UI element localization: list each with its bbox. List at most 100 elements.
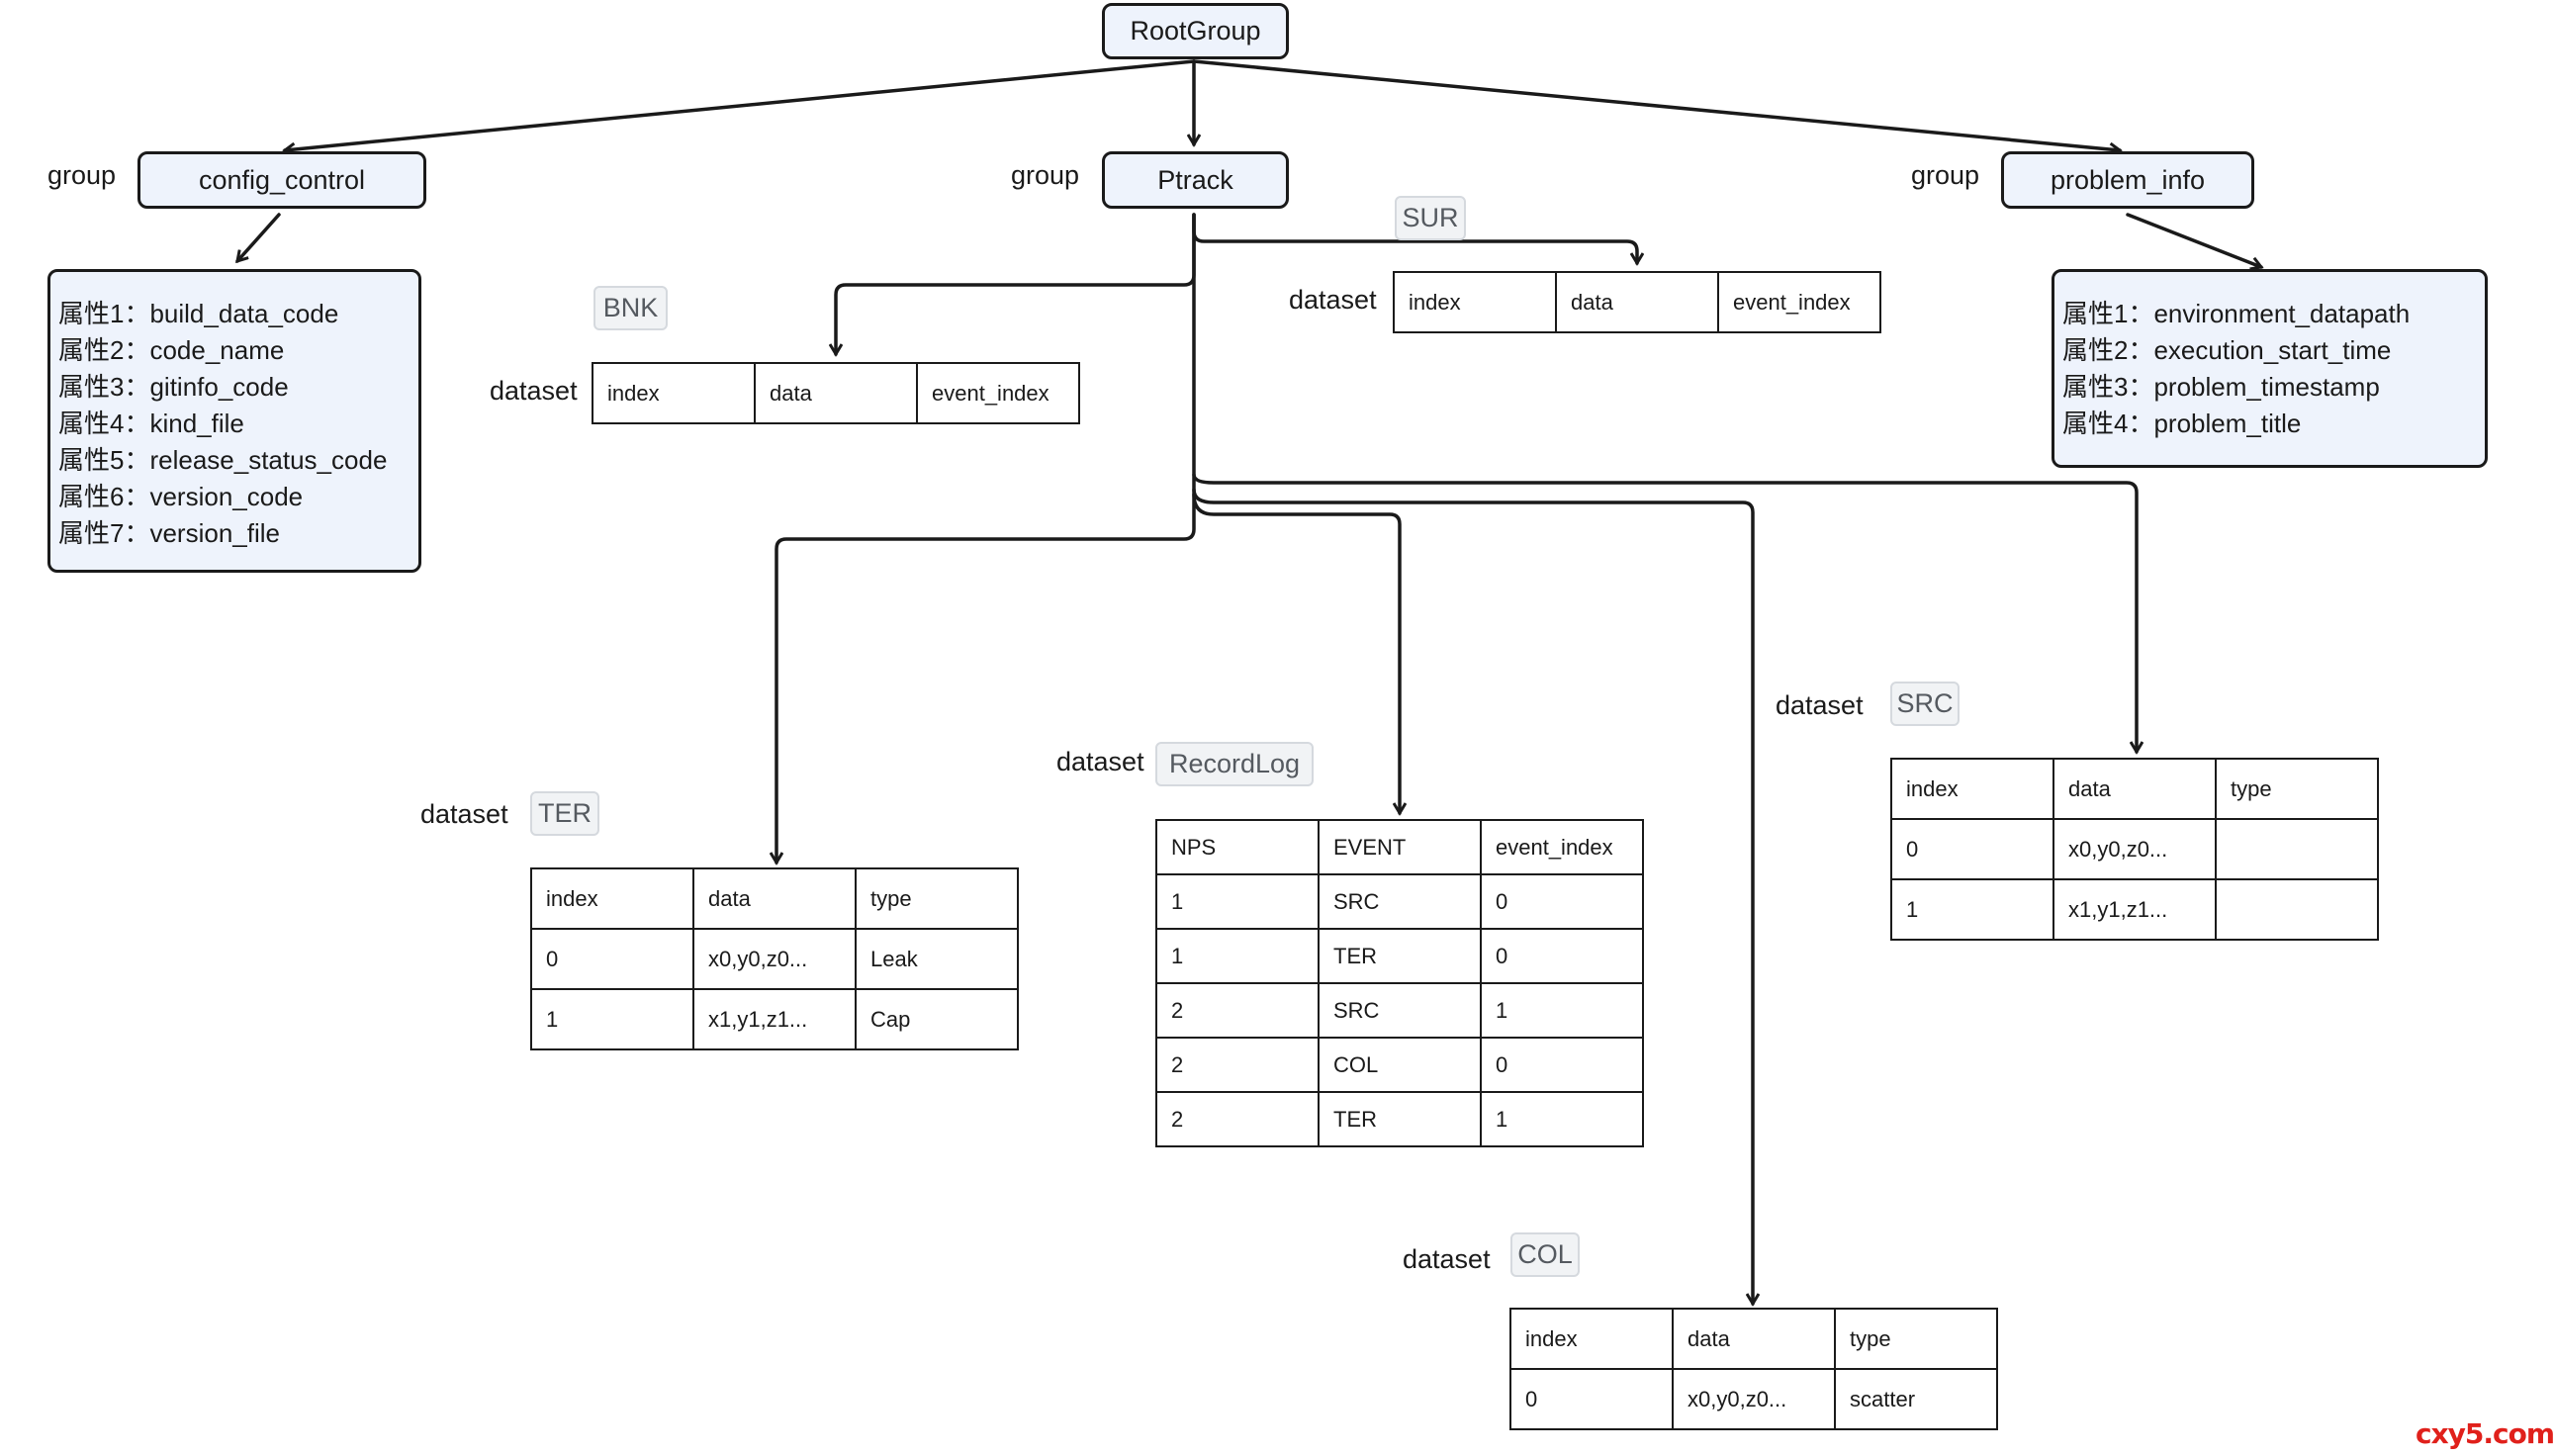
table-cell: data <box>754 362 918 424</box>
table-cell: Leak <box>855 928 1019 990</box>
ter-dataset-table: index data type 0 x0,y0,z0... Leak 1 x1,… <box>530 867 1019 1050</box>
table-cell: index <box>1509 1308 1674 1370</box>
attribute-item: 属性7：version_file <box>58 518 280 548</box>
table-cell: 1 <box>1890 878 2054 941</box>
table-row: 2 SRC 1 <box>1155 982 1644 1039</box>
dataset-type-label: dataset <box>1776 690 1864 720</box>
group-type-label: group <box>47 160 117 190</box>
group-type-label: group <box>1911 160 1980 190</box>
table-cell: x1,y1,z1... <box>692 988 857 1050</box>
table-cell: 1 <box>1480 1091 1644 1147</box>
table-cell: x0,y0,z0... <box>692 928 857 990</box>
edge-root-problem-info <box>1192 59 2120 150</box>
config-control-attributes: 属性1：build_data_code 属性2：code_name 属性3：gi… <box>47 269 421 573</box>
table-row: 2 TER 1 <box>1155 1091 1644 1147</box>
table-cell: type <box>1834 1308 1998 1370</box>
table-row: index data event_index <box>592 362 1080 424</box>
table-cell: x1,y1,z1... <box>2052 878 2217 941</box>
table-cell: event_index <box>916 362 1080 424</box>
table-cell: data <box>1672 1308 1836 1370</box>
table-row: index data type <box>530 867 1019 930</box>
table-cell: TER <box>1318 1091 1482 1147</box>
table-cell: 0 <box>1480 873 1644 930</box>
attribute-item: 属性2：code_name <box>58 335 285 365</box>
root-group-node[interactable]: RootGroup <box>1102 3 1289 59</box>
table-cell: COL <box>1318 1037 1482 1093</box>
edge-config-control-attributes <box>237 213 281 261</box>
table-row: index data event_index <box>1393 271 1881 333</box>
bnk-dataset-name: BNK <box>593 286 668 330</box>
table-cell: scatter <box>1834 1368 1998 1430</box>
table-cell <box>2215 818 2379 880</box>
ter-dataset-name: TER <box>530 791 599 836</box>
table-cell: type <box>855 867 1019 930</box>
table-cell: index <box>592 362 756 424</box>
table-cell: SRC <box>1318 982 1482 1039</box>
table-cell: EVENT <box>1318 819 1482 875</box>
table-cell: x0,y0,z0... <box>2052 818 2217 880</box>
attribute-item: 属性1：environment_datapath <box>2062 299 2411 328</box>
config-control-group-node[interactable]: config_control <box>137 151 426 209</box>
table-cell: event_index <box>1717 271 1881 333</box>
table-row: 1 SRC 0 <box>1155 873 1644 930</box>
ptrack-group-node[interactable]: Ptrack <box>1102 151 1289 209</box>
table-cell: 0 <box>530 928 694 990</box>
table-cell: NPS <box>1155 819 1320 875</box>
table-cell: data <box>2052 758 2217 820</box>
attribute-item: 属性5：release_status_code <box>58 445 388 475</box>
edge-ptrack-src <box>1192 473 2137 752</box>
edge-problem-info-attributes <box>2126 213 2261 267</box>
attribute-item: 属性4：problem_title <box>2062 409 2302 438</box>
table-row: NPS EVENT event_index <box>1155 819 1644 875</box>
attribute-item: 属性1：build_data_code <box>58 299 339 328</box>
col-dataset-name: COL <box>1510 1232 1580 1277</box>
recordlog-dataset-table: NPS EVENT event_index 1 SRC 0 1 TER 0 2 … <box>1155 819 1644 1147</box>
table-row: 2 COL 0 <box>1155 1037 1644 1093</box>
table-row: 1 x1,y1,z1... <box>1890 878 2379 941</box>
table-cell: 0 <box>1509 1368 1674 1430</box>
table-cell: 0 <box>1890 818 2054 880</box>
table-cell: SRC <box>1318 873 1482 930</box>
table-cell: 1 <box>1480 982 1644 1039</box>
edge-ptrack-ter <box>776 213 1196 863</box>
src-dataset-table: index data type 0 x0,y0,z0... 1 x1,y1,z1… <box>1890 758 2379 941</box>
table-cell: 2 <box>1155 1091 1320 1147</box>
table-cell: 1 <box>1155 928 1320 984</box>
table-cell: 1 <box>1155 873 1320 930</box>
edge-ptrack-bnk <box>836 213 1196 354</box>
problem-info-attributes: 属性1：environment_datapath 属性2：execution_s… <box>2052 269 2488 468</box>
table-cell: 2 <box>1155 1037 1320 1093</box>
recordlog-dataset-name: RecordLog <box>1155 742 1314 786</box>
table-cell: TER <box>1318 928 1482 984</box>
table-cell: type <box>2215 758 2379 820</box>
table-cell: event_index <box>1480 819 1644 875</box>
edge-ptrack-recordlog <box>1192 493 1400 813</box>
bnk-dataset-table: index data event_index <box>592 362 1080 424</box>
attribute-item: 属性3：problem_timestamp <box>2062 372 2380 402</box>
dataset-type-label: dataset <box>490 376 578 406</box>
table-row: 0 x0,y0,z0... Leak <box>530 928 1019 990</box>
sur-dataset-table: index data event_index <box>1393 271 1881 333</box>
attribute-item: 属性3：gitinfo_code <box>58 372 289 402</box>
table-row: 1 x1,y1,z1... Cap <box>530 988 1019 1050</box>
table-cell: 1 <box>530 988 694 1050</box>
table-cell: Cap <box>855 988 1019 1050</box>
table-row: 0 x0,y0,z0... <box>1890 818 2379 880</box>
sur-dataset-name: SUR <box>1395 196 1466 240</box>
dataset-type-label: dataset <box>1056 747 1144 776</box>
table-cell: 0 <box>1480 928 1644 984</box>
table-cell: data <box>692 867 857 930</box>
attribute-item: 属性2：execution_start_time <box>2062 335 2392 365</box>
table-cell: index <box>1890 758 2054 820</box>
table-cell <box>2215 878 2379 941</box>
table-cell: index <box>530 867 694 930</box>
edge-root-config-control <box>285 59 1196 150</box>
table-row: index data type <box>1509 1308 1998 1370</box>
table-cell: 0 <box>1480 1037 1644 1093</box>
problem-info-group-node[interactable]: problem_info <box>2001 151 2254 209</box>
table-cell: 2 <box>1155 982 1320 1039</box>
group-type-label: group <box>1011 160 1080 190</box>
watermark-text: cxy5.com <box>2416 1417 2554 1450</box>
edge-ptrack-col <box>1192 488 1753 1304</box>
